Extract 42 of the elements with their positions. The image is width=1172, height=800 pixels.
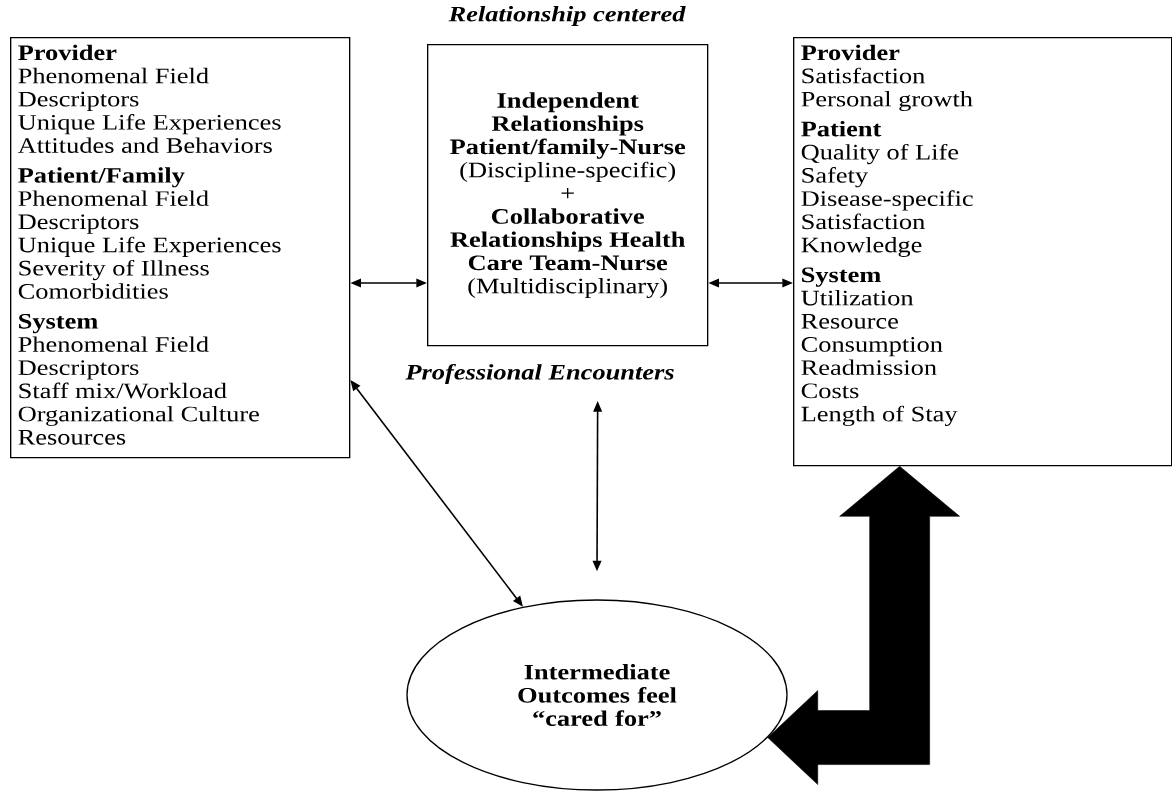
block-arrow (767, 466, 960, 785)
item-text: Resources (18, 430, 126, 445)
item-text: Comorbidities (18, 283, 168, 299)
text-box (427, 44, 709, 347)
caption-text: Professional Encounters (405, 363, 674, 385)
item-text: Safety (802, 167, 868, 188)
item-text: Resource Consumption (801, 314, 943, 357)
outcome-ellipse (406, 599, 788, 791)
note-text: (Multidisciplinary) (468, 277, 667, 298)
item-text: Readmission (801, 359, 937, 376)
item-text: Satisfaction (802, 67, 925, 84)
heading-text: Patient/Family (18, 167, 185, 188)
heading-text: Collaborative Relationships Health Care Team-Nurse (450, 208, 685, 271)
item-text: Length of Stay (801, 405, 958, 426)
note-text: + (561, 188, 574, 199)
item-text: Knowledge (801, 236, 922, 257)
heading-text: Intermediate Outcomes feel “cared for” (518, 664, 677, 726)
item-text: Utilization (801, 290, 914, 306)
item-text: Phenomenal Field Descriptors (18, 67, 209, 111)
heading-text: Provider (18, 44, 117, 61)
item-text: Quality of Life (801, 143, 959, 165)
text-box (793, 37, 1172, 467)
item-text: Unique Life Experiences (18, 114, 281, 135)
text-box (10, 37, 351, 459)
item-text: Severity of Illness (19, 259, 209, 281)
heading-text: Provider (801, 44, 900, 61)
note-text: (Discipline-specific) (460, 161, 676, 182)
item-text: Staff mix/Workload (19, 382, 227, 399)
item-text: Phenomenal Field Descriptors (18, 190, 209, 234)
caption-text: Relationship centered (448, 6, 686, 26)
item-text: Disease-specific (801, 190, 973, 211)
heading-text: Patient (801, 120, 882, 137)
heading-text: System (19, 313, 98, 334)
heading-text: Independent Relationships Patient/family-Nurse (450, 92, 685, 159)
item-text: Organizational Culture (18, 406, 259, 426)
heading-text: System (802, 267, 881, 287)
item-text: Costs (801, 383, 859, 399)
item-text: Attitudes and Behaviors (17, 137, 272, 153)
item-text: Satisfaction (802, 213, 925, 230)
item-text: Personal growth (801, 91, 973, 112)
item-text: Unique Life Experiences (18, 236, 281, 257)
item-text: Phenomenal Field Descriptors (18, 336, 209, 380)
